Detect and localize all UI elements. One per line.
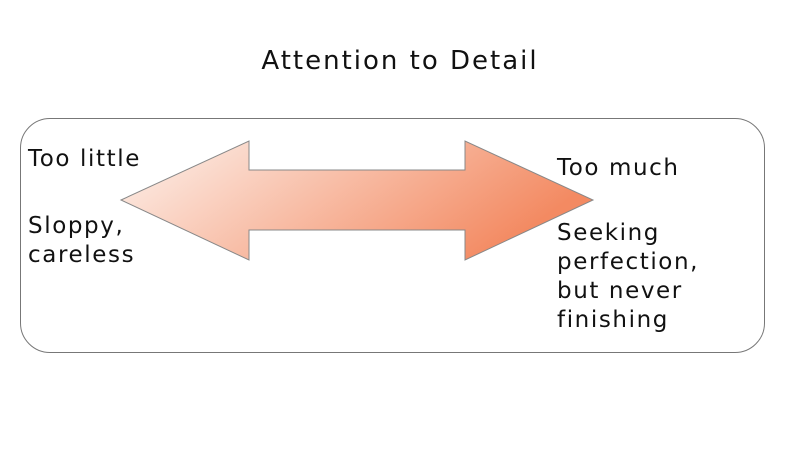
too-much-description: Seeking perfection, but never finishing xyxy=(557,219,699,335)
description-line: perfection, xyxy=(557,249,700,275)
slide-title: Attention to Detail xyxy=(261,46,539,76)
too-little-description: Sloppy, careless xyxy=(28,212,135,270)
too-much-label: Too much xyxy=(557,155,680,181)
description-line: but never xyxy=(557,278,683,304)
description-line: careless xyxy=(28,242,136,268)
description-line: Seeking xyxy=(557,220,660,246)
too-little-label: Too little xyxy=(28,146,141,172)
spectrum-container xyxy=(20,118,765,353)
description-line: Sloppy, xyxy=(28,213,125,239)
double-arrow-icon xyxy=(119,140,595,261)
description-line: finishing xyxy=(557,307,669,333)
